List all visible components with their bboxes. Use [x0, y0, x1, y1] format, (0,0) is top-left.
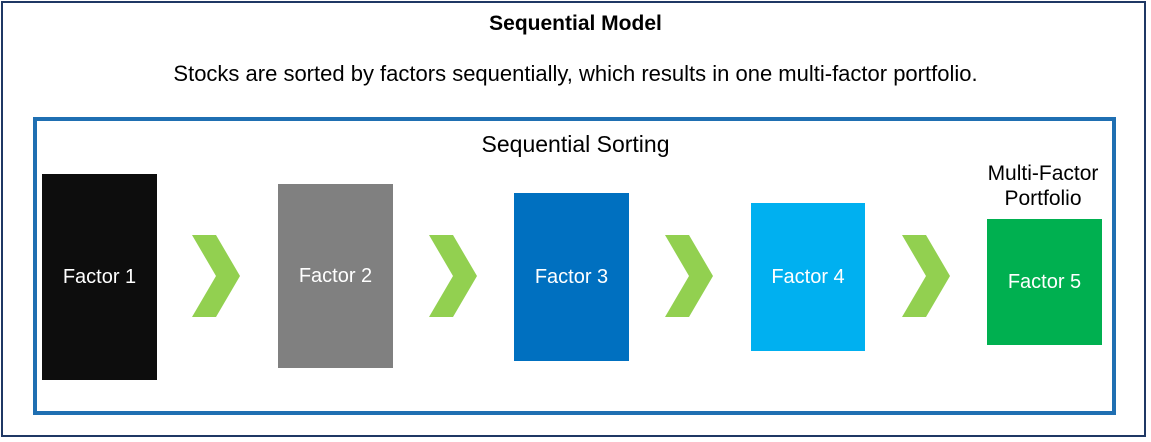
portfolio-label-line-1: Multi-Factor [987, 162, 1099, 185]
factor-4-box: Factor 4 [751, 203, 865, 351]
factor-2-label: Factor 2 [298, 264, 373, 287]
diagram-title: Sequential Model [489, 12, 662, 35]
factor-1-label: Factor 1 [62, 265, 137, 288]
factor-3-box: Factor 3 [514, 193, 629, 361]
factor-5-label: Factor 5 [1007, 270, 1082, 293]
factor-1-box: Factor 1 [42, 174, 157, 380]
sorting-frame [33, 117, 1116, 415]
factor-2-box: Factor 2 [278, 184, 393, 368]
chevron-arrow-4-icon [902, 235, 950, 317]
chevron-arrow-2-icon [429, 235, 477, 317]
factor-5-box: Factor 5 [987, 219, 1102, 345]
sorting-label: Sequential Sorting [481, 131, 670, 157]
portfolio-label-line-2: Portfolio [1004, 187, 1082, 210]
factor-4-label: Factor 4 [771, 265, 845, 288]
diagram-subtitle: Stocks are sorted by factors sequentiall… [173, 61, 978, 86]
multi-factor-portfolio-label: Multi-Factor Portfolio [965, 161, 1121, 211]
chevron-arrow-3-icon [665, 235, 713, 317]
factor-3-label: Factor 3 [534, 265, 609, 288]
chevron-arrow-1-icon [192, 235, 240, 317]
